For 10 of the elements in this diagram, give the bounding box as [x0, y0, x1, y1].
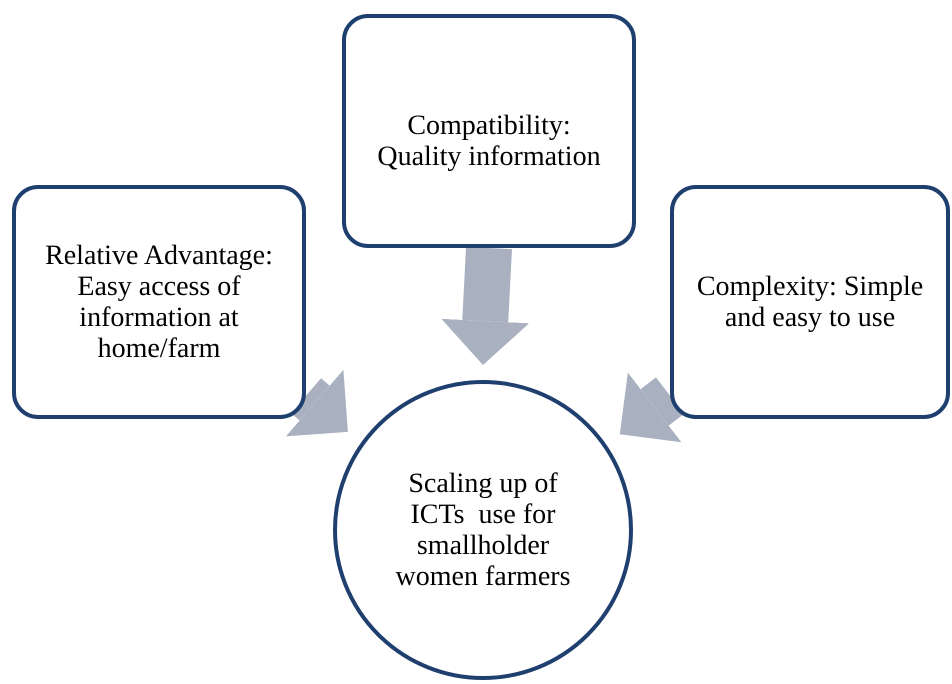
node-label: Relative Advantage: Easy access of information at home/farm — [44, 240, 274, 364]
block-arrow — [441, 246, 530, 365]
node-label: Complexity: Simple and easy to use — [696, 271, 924, 333]
rounded-box — [670, 185, 950, 419]
block-arrow — [286, 370, 348, 436]
node-label: Scaling up of ICTs use for smallholder women farmers — [394, 468, 572, 592]
node-label: Compatibility: Quality information — [376, 110, 602, 172]
block-arrow — [620, 372, 684, 442]
rounded-box — [342, 14, 636, 248]
rounded-box — [12, 185, 306, 419]
